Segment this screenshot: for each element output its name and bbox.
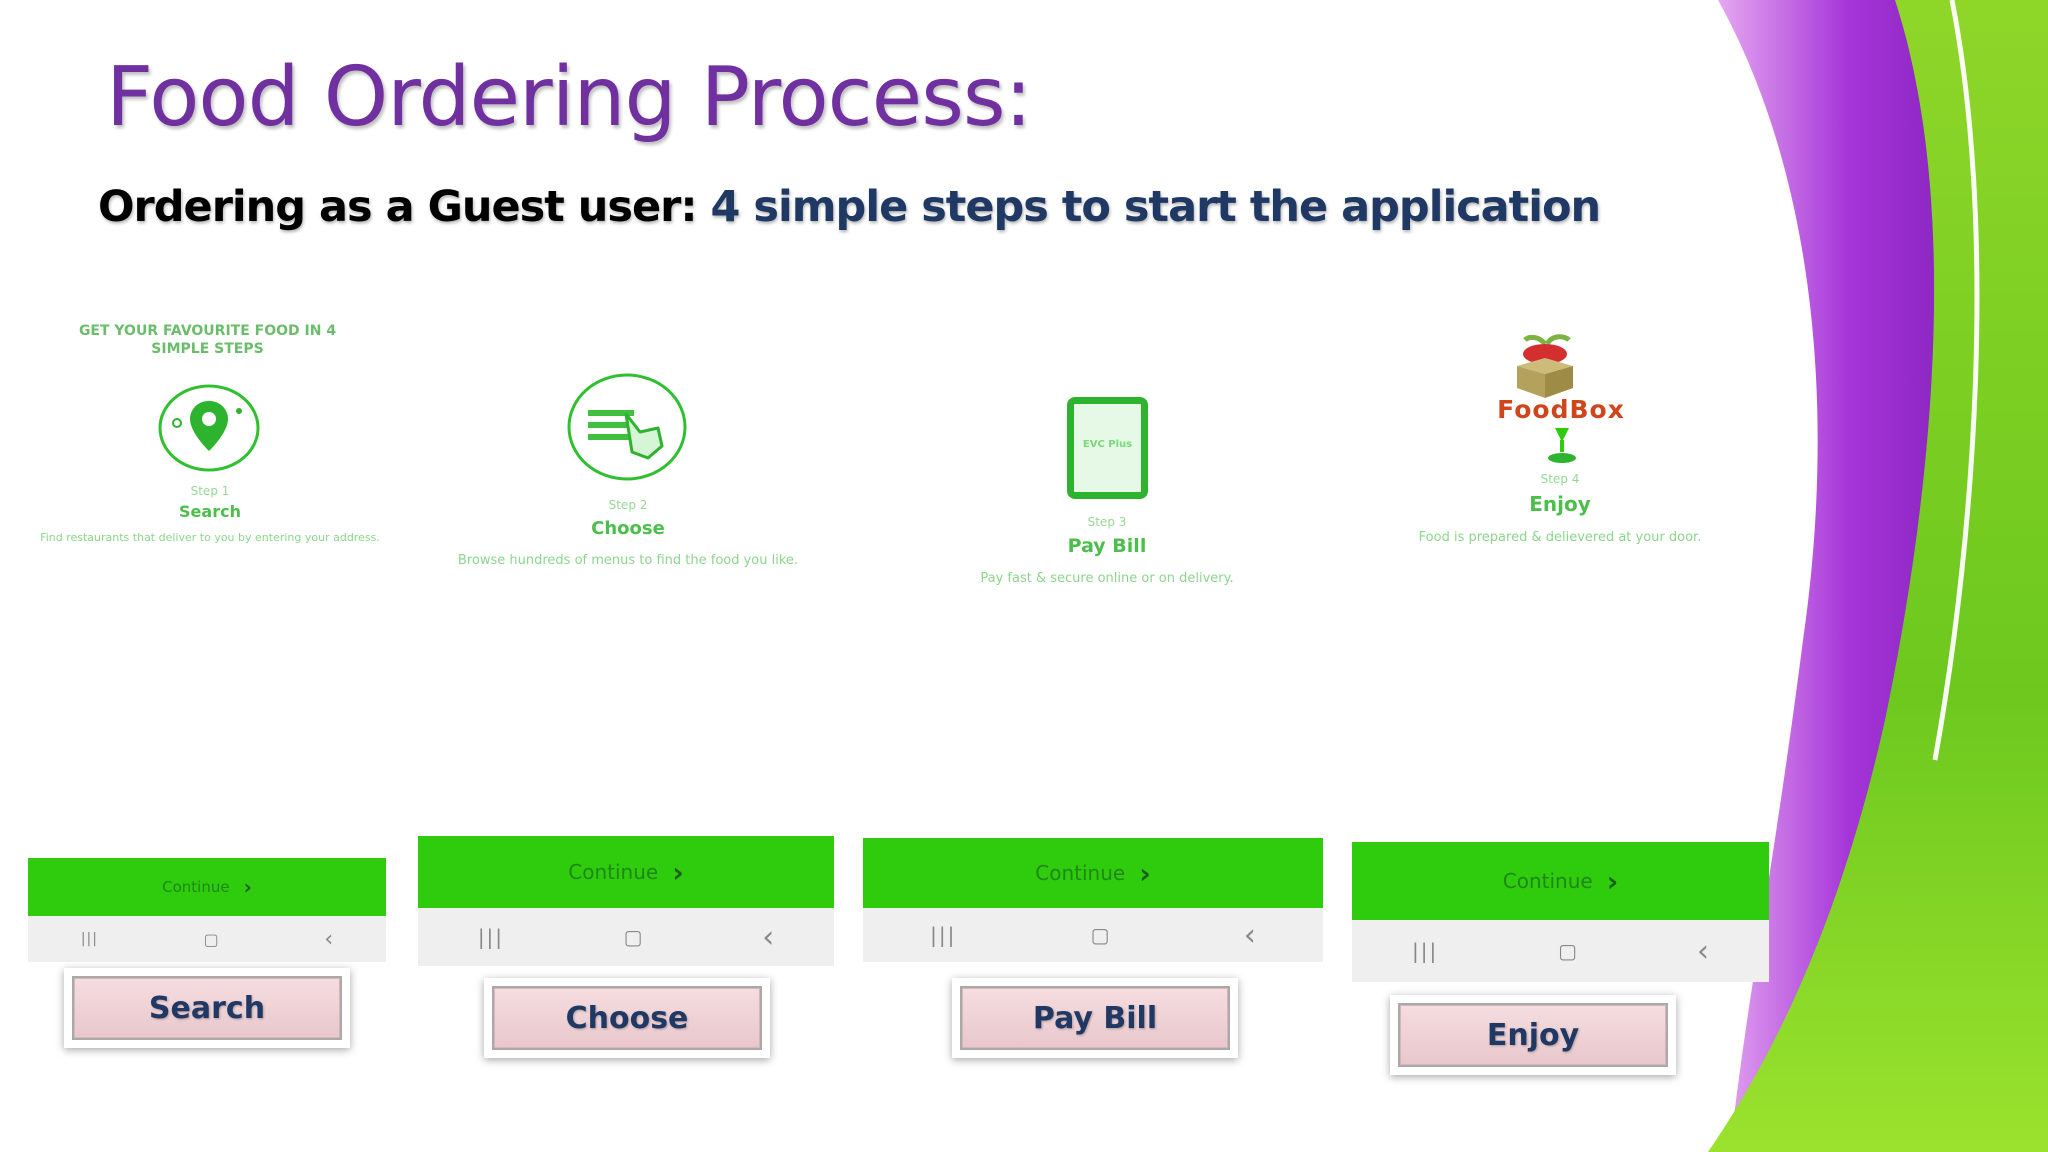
recent-apps-icon[interactable]: |||: [930, 923, 957, 947]
drop-pin-icon: [1548, 428, 1576, 463]
phone-bar-3: Continue › ||| ▢ ‹: [863, 838, 1323, 962]
home-icon[interactable]: ▢: [1090, 923, 1110, 947]
choose-button[interactable]: Choose: [492, 986, 762, 1050]
recent-apps-icon[interactable]: |||: [477, 925, 505, 949]
menu-tap-icon: [567, 373, 687, 481]
step-name: Search: [179, 502, 241, 521]
back-icon[interactable]: ‹: [1697, 933, 1709, 969]
step-name: Choose: [591, 518, 665, 539]
chevron-right-icon: ›: [1606, 864, 1619, 898]
slide-title: Food Ordering Process:: [106, 50, 1032, 145]
step-description: Food is prepared & delievered at your do…: [1418, 530, 1702, 545]
pay-bill-button[interactable]: Pay Bill: [960, 986, 1230, 1050]
step-description: Browse hundreds of menus to find the foo…: [457, 553, 799, 568]
continue-button[interactable]: Continue ›: [1352, 842, 1769, 920]
android-nav-bar: ||| ▢ ‹: [863, 908, 1323, 962]
choose-button-frame: Choose: [484, 978, 770, 1058]
tablet-screen-text: EVC Plus: [1082, 438, 1133, 450]
search-button[interactable]: Search: [72, 976, 342, 1040]
subtitle-rest: 4 simple steps to start the application: [696, 182, 1602, 232]
step-description: Pay fast & secure online or on delivery.: [980, 571, 1234, 586]
phone-bar-2: Continue › ||| ▢ ‹: [418, 836, 834, 966]
step-number: Step 3: [1087, 515, 1127, 529]
pay-bill-button-frame: Pay Bill: [952, 978, 1238, 1058]
recent-apps-icon[interactable]: |||: [80, 931, 98, 947]
android-nav-bar: ||| ▢ ‹: [28, 916, 386, 962]
continue-button[interactable]: Continue ›: [418, 836, 834, 908]
android-nav-bar: ||| ▢ ‹: [418, 908, 834, 966]
home-icon[interactable]: ▢: [623, 925, 643, 949]
back-icon[interactable]: ‹: [1243, 917, 1256, 953]
phone-bar-4: Continue › ||| ▢ ‹: [1352, 842, 1769, 982]
enjoy-button[interactable]: Enjoy: [1398, 1003, 1668, 1067]
continue-button[interactable]: Continue ›: [28, 858, 386, 916]
phone-bar-1: Continue › ||| ▢ ‹: [28, 858, 386, 962]
chevron-right-icon: ›: [672, 855, 684, 889]
recent-apps-icon[interactable]: |||: [1411, 939, 1439, 963]
tablet-icon: EVC Plus: [1067, 397, 1148, 499]
android-nav-bar: ||| ▢ ‹: [1352, 920, 1769, 982]
continue-button[interactable]: Continue ›: [863, 838, 1323, 908]
continue-label: Continue: [1035, 861, 1126, 885]
foodbox-brand-text: FoodBox: [1497, 395, 1625, 424]
step-number: Step 4: [1540, 472, 1580, 486]
step-3: Step 3 Pay Bill Pay fast & secure online…: [920, 515, 1294, 587]
continue-label: Continue: [1502, 869, 1593, 893]
step-name: Pay Bill: [1067, 535, 1147, 557]
onboarding-heading: GET YOUR FAVOURITE FOOD IN 4 SIMPLE STEP…: [78, 323, 337, 357]
enjoy-button-frame: Enjoy: [1390, 995, 1676, 1075]
step-description: Find restaurants that deliver to you by …: [40, 531, 380, 544]
subtitle-lead: Ordering as a Guest user:: [98, 182, 698, 232]
back-icon[interactable]: ‹: [762, 919, 775, 955]
step-name: Enjoy: [1529, 492, 1591, 516]
step-number: Step 2: [608, 498, 648, 512]
step-4: Step 4 Enjoy Food is prepared & deliever…: [1355, 472, 1765, 546]
step-number: Step 1: [190, 484, 230, 498]
step-2: Step 2 Choose Browse hundreds of menus t…: [430, 498, 826, 569]
chevron-right-icon: ›: [1139, 856, 1151, 890]
back-icon[interactable]: ‹: [324, 926, 334, 952]
continue-label: Continue: [162, 878, 230, 896]
location-pin-icon: [158, 384, 260, 472]
step-1: Step 1 Search Find restaurants that deli…: [40, 484, 380, 545]
foodbox-logo-icon: [1517, 334, 1573, 398]
search-button-frame: Search: [64, 968, 350, 1048]
home-icon[interactable]: ▢: [1558, 939, 1578, 963]
home-icon[interactable]: ▢: [203, 929, 219, 949]
slide-subtitle: Ordering as a Guest user: 4 simple steps…: [98, 182, 1602, 232]
chevron-right-icon: ›: [243, 875, 252, 899]
continue-label: Continue: [568, 860, 659, 884]
